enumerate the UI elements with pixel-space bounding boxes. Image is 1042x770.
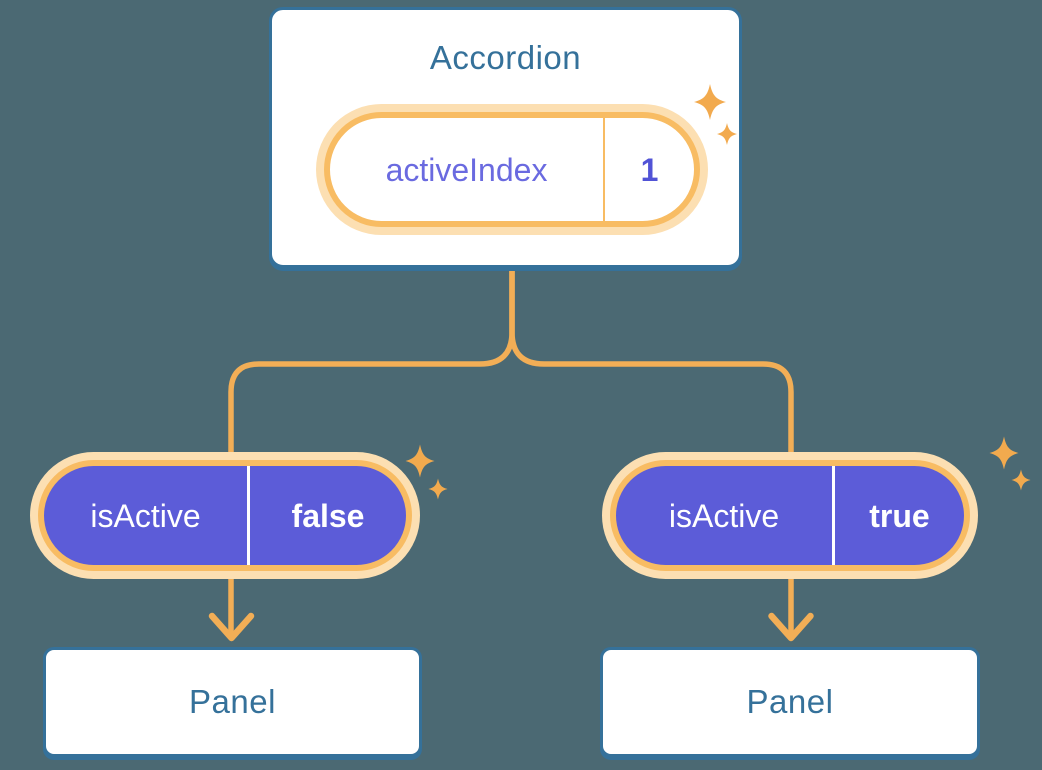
prop-value: true (869, 497, 930, 534)
state-label: activeIndex (385, 151, 548, 188)
prop-pill-ring: isActive false (38, 460, 412, 571)
panel-title: Panel (189, 683, 276, 720)
prop-pill-ring: isActive true (610, 460, 970, 571)
state-value: 1 (640, 151, 659, 188)
arrow-down-icon (768, 612, 814, 642)
accordion-title: Accordion (429, 39, 582, 76)
panel-title: Panel (746, 683, 834, 720)
state-pill-activeindex: activeIndex 1 (316, 104, 708, 235)
pill-divider (247, 466, 250, 565)
prop-label: isActive (668, 497, 780, 534)
arrow-down-icon (208, 612, 255, 642)
panel-component-box-right: Panel (600, 647, 980, 757)
prop-pill-isactive-left: isActive false (30, 452, 420, 579)
accordion-component-box: Accordion activeIndex 1 (269, 7, 742, 268)
sparkle-icon (989, 436, 1031, 491)
pill-divider (603, 118, 605, 221)
panel-component-box-left: Panel (43, 647, 422, 757)
prop-value: false (291, 497, 365, 534)
prop-label: isActive (90, 497, 201, 534)
prop-pill-isactive-right: isActive true (602, 452, 978, 579)
state-pill-ring: activeIndex 1 (324, 112, 700, 227)
pill-divider (832, 466, 835, 565)
